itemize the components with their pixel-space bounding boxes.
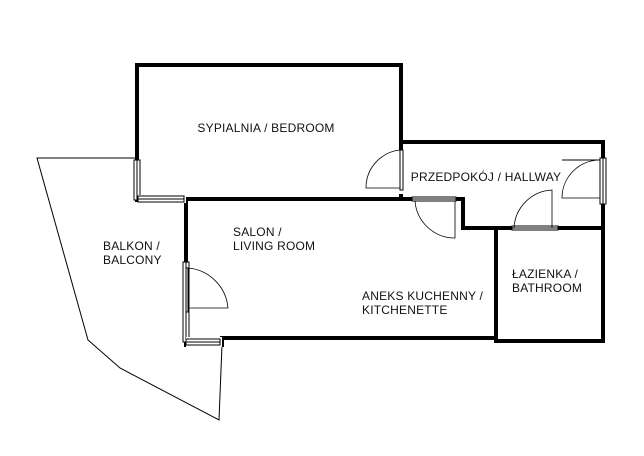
bedroom-label: SYPIALNIA / BEDROOM bbox=[197, 121, 334, 135]
bathroom-door bbox=[511, 189, 559, 232]
balcony-door bbox=[185, 267, 229, 313]
bedroom-window bbox=[133, 159, 141, 201]
living-room-wall bbox=[184, 197, 498, 347]
living-room-label: SALON / LIVING ROOM bbox=[233, 225, 315, 253]
entrance-door bbox=[561, 157, 607, 205]
hallway-wall bbox=[399, 140, 605, 343]
living-bottom-window bbox=[185, 337, 222, 347]
balcony-label: BALKON / BALCONY bbox=[103, 239, 164, 267]
living-room-door bbox=[411, 195, 457, 239]
hallway-label: PRZEDPOKÓJ / HALLWAY bbox=[411, 169, 561, 184]
kitchenette-label: ANEKS KUCHENNY / KITCHENETTE bbox=[362, 289, 487, 317]
bedroom-door bbox=[365, 149, 405, 194]
bathroom-label: ŁAZIENKA / BATHROOM bbox=[512, 267, 582, 295]
balcony-window bbox=[137, 195, 186, 203]
